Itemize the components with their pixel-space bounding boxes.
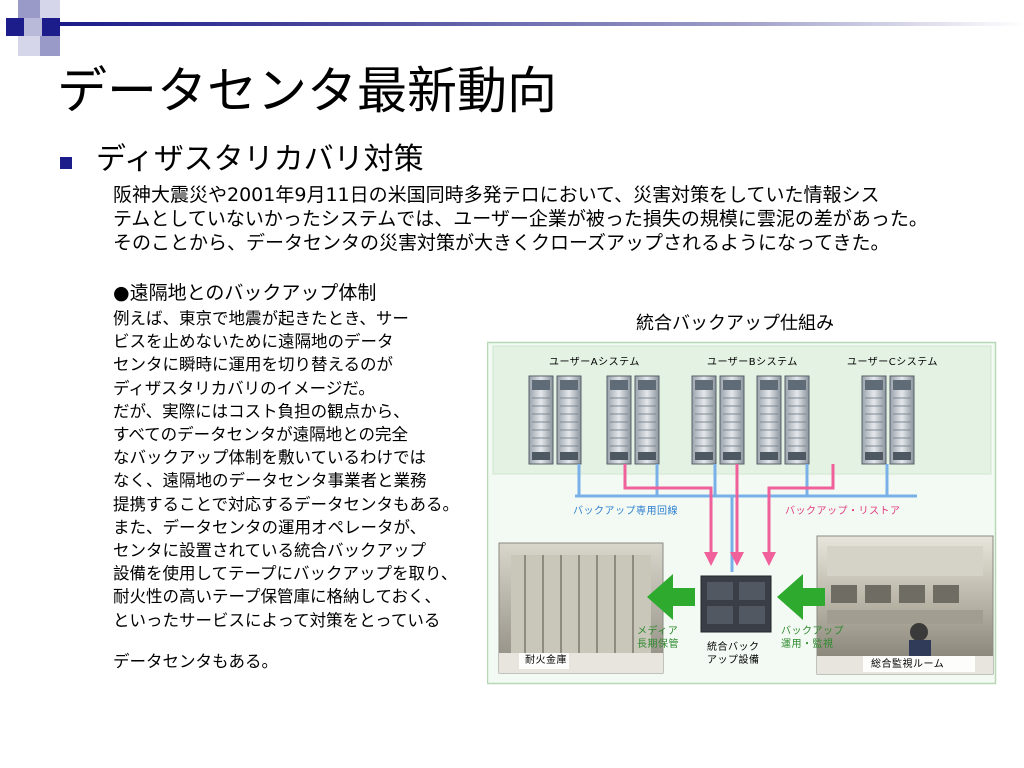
media-storage-label-2: 長期保管 [637, 639, 679, 650]
backup-ops-label-2: 運用・監視 [781, 639, 834, 650]
body-paragraph: 例えば、東京で地震が起きたとき、サー ビスを止めないために遠隔地のデータ センタ… [113, 307, 459, 632]
intro-paragraph: 阪神大震災や2001年9月11日の米国同時多発テロにおいて、災害対策をしていた情… [113, 183, 1013, 255]
system-a-label: ユーザーAシステム [549, 357, 640, 368]
sub-heading: ●遠隔地とのバックアップ体制 [113, 282, 377, 304]
monitor-room-label: 総合監視ルーム [871, 659, 945, 670]
body-line: センタに瞬時に運用を切り替えるのが [113, 355, 394, 375]
integrated-backup-label-1: 統合バック [707, 642, 760, 653]
body-line: 提携することで対応するデータセンタもある。 [113, 494, 460, 514]
media-storage-label-1: メディア [637, 626, 679, 637]
body-line: 耐火性の高いテープ保管庫に格納しておく、 [113, 587, 442, 607]
bullet-square-icon [60, 157, 72, 169]
backup-ops-arrow-icon [777, 574, 825, 620]
diagram-title: 統合バックアップ仕組み [636, 313, 834, 334]
monitoring-room-image [816, 535, 994, 675]
tape-library-image [700, 575, 772, 633]
body-line: 設備を使用してテープにバックアップを取り、 [113, 564, 458, 584]
body-line: なバックアップ体制を敷いているわけでは [113, 448, 427, 468]
backup-ops-label-1: バックアップ [781, 626, 844, 637]
title-rule [60, 22, 1024, 26]
body-line: また、データセンタの運用オペレータが、 [113, 517, 427, 537]
body-line: なく、遠隔地のデータセンタ事業者と業務 [113, 471, 427, 491]
body-line: ビスを止めないために遠隔地のデータ [113, 332, 394, 352]
slide-title: データセンタ最新動向 [57, 62, 557, 120]
corner-decoration [0, 0, 90, 60]
backup-restore-label: バックアップ・リストア [785, 506, 901, 517]
body-line: センタに設置されている統合バックアップ [113, 541, 427, 561]
intro-line: テムとしていないかったシステムでは、ユーザー企業が被った損失の規模に雲泥の差があ… [113, 208, 928, 230]
backup-diagram-graphic [487, 341, 997, 685]
media-storage-arrow-icon [647, 574, 695, 620]
body-last-line: データセンタもある。 [113, 652, 278, 671]
body-line: すべてのデータセンタが遠隔地との完全 [113, 425, 409, 445]
body-line: ディザスタリカバリのイメージだ。 [113, 378, 375, 398]
intro-line: そのことから、データセンタの災害対策が大きくクローズアップされるようになってきた… [113, 232, 890, 254]
intro-line: 阪神大震災や2001年9月11日の米国同時多発テロにおいて、災害対策をしていた情… [113, 184, 880, 206]
fireproof-vault-label: 耐火金庫 [525, 655, 567, 666]
bullet-heading: ディザスタリカバリ対策 [96, 142, 424, 177]
backup-diagram: ユーザーAシステム ユーザーBシステム ユーザーCシステム バックアップ専用回線… [487, 340, 997, 685]
body-line: 例えば、東京で地震が起きたとき、サー [113, 309, 409, 328]
system-b-label: ユーザーBシステム [707, 357, 798, 368]
fireproof-vault-image [498, 542, 664, 674]
body-line: だが、実際にはコスト負担の観点から、 [113, 401, 410, 421]
body-line: といったサービスによって対策をとっている [113, 610, 441, 630]
integrated-backup-label-2: アップ設備 [707, 655, 760, 666]
system-c-label: ユーザーCシステム [847, 357, 938, 368]
backup-line-label: バックアップ専用回線 [573, 506, 678, 517]
